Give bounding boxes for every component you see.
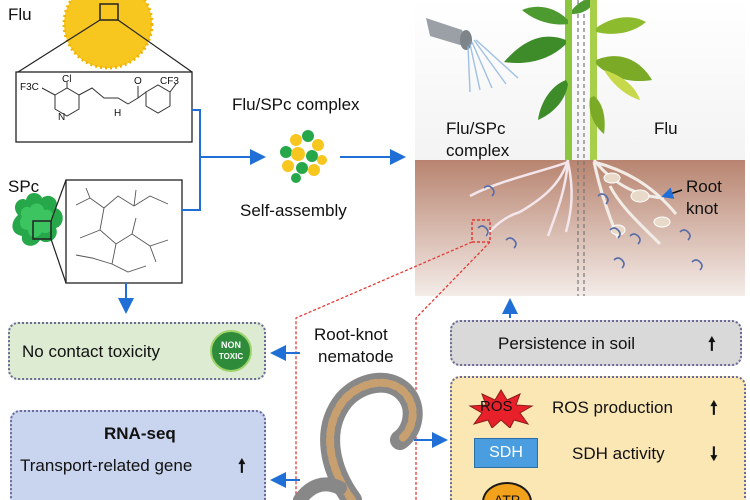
watering-can-icon xyxy=(426,18,519,93)
persistence-text: Persistence in soil xyxy=(498,334,636,353)
soil-flu-label: Flu xyxy=(654,119,678,138)
cl-label: Cl xyxy=(62,74,72,85)
flu-particle-icon xyxy=(62,0,154,70)
sdh-badge-text: SDH xyxy=(489,444,523,461)
mechanism-box: ROS ROS production 🠕 SDH SDH activity 🠗 … xyxy=(450,376,746,500)
flu-molecule-structure xyxy=(41,82,177,117)
cf3-right-label: CF3 xyxy=(160,76,179,87)
nematode-label-2: nematode xyxy=(318,347,394,366)
ros-badge-text: ROS xyxy=(480,398,513,415)
soil-nematodes xyxy=(477,185,703,271)
nh-label: H xyxy=(114,108,122,119)
spc-zoom-square xyxy=(32,220,52,240)
untreated-plant-icon xyxy=(589,0,652,160)
badge-bottom-text: TOXIC xyxy=(218,352,244,361)
transport-gene-up-arrow: 🠕 xyxy=(238,456,246,476)
complex-label: Flu/SPc complex xyxy=(232,95,360,114)
root-knot-label-2: knot xyxy=(686,199,719,218)
root-knot-label-1: Root xyxy=(686,177,722,196)
treated-plant-icon xyxy=(504,0,596,160)
sdh-down-arrow: 🠗 xyxy=(710,444,718,464)
spc-structure-box xyxy=(65,179,183,284)
ros-burst-icon xyxy=(468,389,534,428)
sdh-badge: SDH xyxy=(474,438,538,468)
sdh-activity-text: SDH activity xyxy=(572,444,665,463)
flu-label: Flu xyxy=(8,5,32,24)
persistence-box: Persistence in soil 🠕 xyxy=(450,320,742,366)
ros-production-text: ROS production xyxy=(552,398,673,417)
cf3-label: F3C xyxy=(20,82,39,93)
flu-zoom-square xyxy=(99,3,119,21)
ros-up-arrow: 🠕 xyxy=(710,398,718,418)
contact-toxicity-text: No contact toxicity xyxy=(22,342,160,361)
nematode-label-1: Root-knot xyxy=(314,325,388,344)
persistence-up-arrow: 🠕 xyxy=(708,334,716,354)
root-knot-nematode-icon xyxy=(293,372,423,500)
rna-seq-box: RNA-seq Transport-related gene 🠕 xyxy=(10,410,266,500)
spc-particle-icon xyxy=(12,193,63,246)
flu-structure-box xyxy=(15,71,193,143)
atp-badge-icon: ATP xyxy=(482,482,532,500)
contact-toxicity-box: No contact toxicity NON TOXIC xyxy=(8,322,266,380)
n-label: N xyxy=(58,112,66,123)
non-toxic-badge-icon: NON TOXIC xyxy=(210,330,252,372)
flu-spc-complex-icon xyxy=(280,130,327,183)
combine-arrow xyxy=(182,109,266,211)
transport-gene-text: Transport-related gene xyxy=(20,456,193,475)
spc-polymer-structure xyxy=(75,187,169,273)
o-label: O xyxy=(134,76,142,87)
soil-complex-label-2: complex xyxy=(446,141,510,160)
badge-top-text: NON xyxy=(221,340,241,350)
spc-label: SPc xyxy=(8,177,40,196)
soil-complex-label-1: Flu/SPc xyxy=(446,119,506,138)
self-assembly-label: Self-assembly xyxy=(240,201,347,220)
rna-seq-title: RNA-seq xyxy=(104,424,176,443)
atp-badge-text: ATP xyxy=(493,492,521,500)
soil-panel xyxy=(415,160,745,296)
knotted-roots xyxy=(592,159,678,246)
healthy-roots xyxy=(469,159,573,237)
